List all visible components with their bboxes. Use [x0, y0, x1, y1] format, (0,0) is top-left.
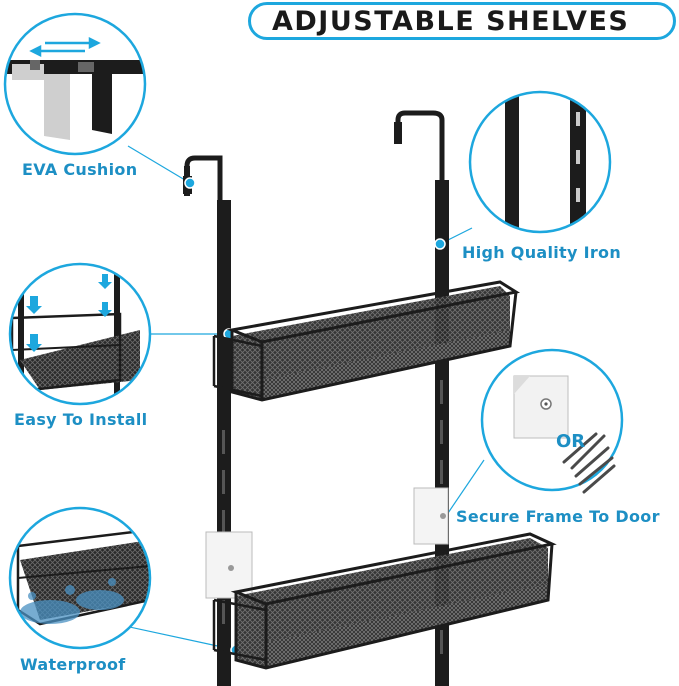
upper-basket [212, 280, 521, 402]
eva-cushion-detail [3, 12, 147, 156]
label-eva-cushion: EVA Cushion [22, 160, 138, 179]
adjust-arrows-icon [29, 36, 101, 58]
adhesive-hook-icon [513, 375, 569, 439]
label-or: OR [556, 431, 586, 452]
water-splash-icon [20, 578, 124, 624]
label-secure-frame: Secure Frame To Door [456, 507, 660, 526]
lower-basket [212, 532, 557, 670]
adhesive-plates [205, 487, 449, 599]
title-banner [248, 2, 676, 40]
waterproof-detail [8, 506, 152, 650]
label-waterproof: Waterproof [20, 655, 126, 674]
screws-icon [562, 432, 616, 494]
page-title: ADJUSTABLE SHELVES [272, 6, 630, 37]
label-high-quality-iron: High Quality Iron [462, 243, 622, 262]
install-detail [8, 262, 152, 406]
label-easy-to-install: Easy To Install [14, 410, 148, 429]
install-arrows-icon [26, 274, 112, 352]
secure-frame-detail [480, 348, 624, 494]
iron-detail [468, 90, 612, 234]
